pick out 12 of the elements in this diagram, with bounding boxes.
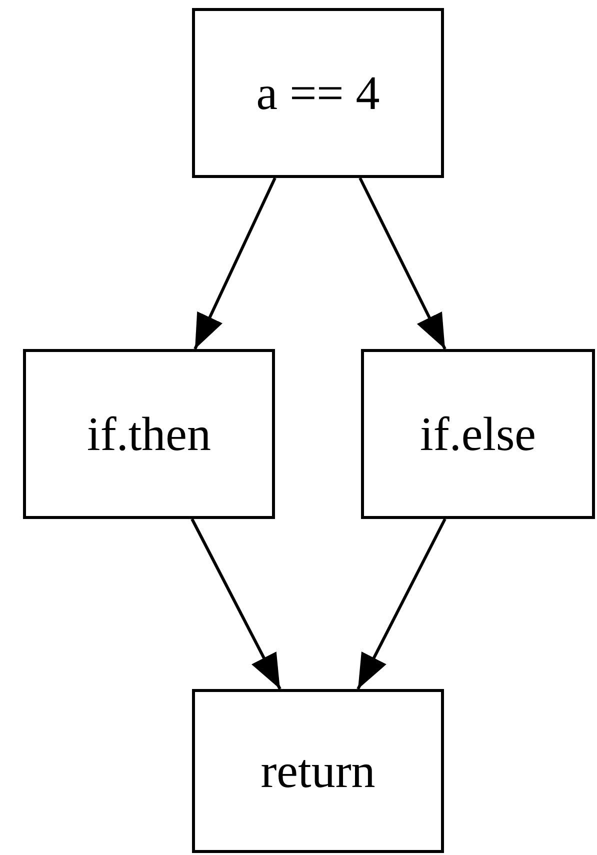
node-label: return: [260, 744, 376, 798]
node-label: a == 4: [256, 66, 380, 120]
arrow: [358, 177, 446, 350]
process-box: [23, 349, 275, 519]
process-box: [361, 349, 595, 519]
arrow: [356, 518, 446, 690]
node-label: if.then: [87, 406, 211, 462]
node-label: if.else: [420, 406, 536, 462]
process-box: [192, 8, 444, 178]
arrow: [194, 177, 276, 350]
process-box: [192, 689, 444, 853]
arrow: [190, 518, 282, 690]
